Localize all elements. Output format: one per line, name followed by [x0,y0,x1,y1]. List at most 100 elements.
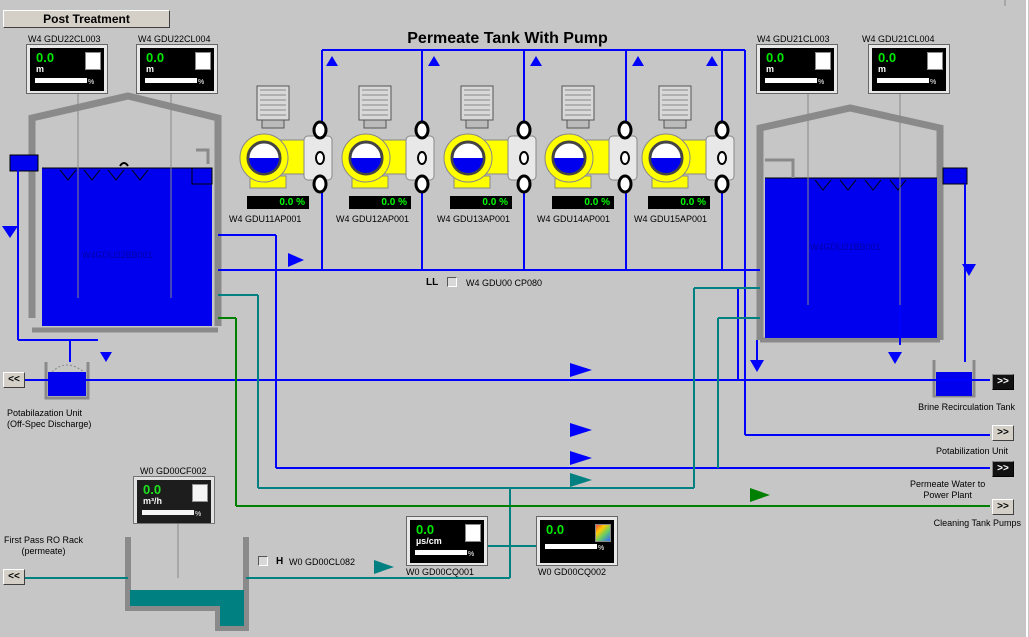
level-percent-sign: % [198,79,205,86]
dosing-pump[interactable] [544,85,638,194]
flow-value: 0.0 [143,482,162,497]
ro-feed-tank [125,520,249,631]
conductivity-tag: W0 GD00CQ001 [406,567,475,577]
ph-percent-sign: % [598,545,605,552]
level-gauge-icon [85,52,101,70]
potabilization-catch-tank [44,362,90,400]
ph-value: 0.0 [546,522,565,537]
level-value: 0.0 [878,50,897,65]
pump-tag: W4 GDU12AP001 [336,214,410,224]
pump-tag: W4 GDU13AP001 [437,214,511,224]
flow-sensor-tag: W0 GD00CF002 [140,466,207,476]
display-screen: 0.0 m % [140,48,214,91]
dosing-pump[interactable] [239,85,333,194]
pump-speed-value: 0.0 % [247,196,309,209]
teal-pipes [24,287,760,579]
level-sensor-tag: W4 GDU21CL003 [757,34,830,44]
level-indicator-left-2[interactable]: 0.0 m % [136,44,218,94]
level-gauge-icon [195,52,211,70]
pump-speed-value: 0.0 % [648,196,710,209]
teal-arrows [374,473,592,574]
level-sensor-tag: W4 GDU22CL003 [28,34,101,44]
conductivity-value: 0.0 [416,522,435,537]
page-title: Permeate Tank With Pump [407,30,608,47]
display-screen: 0.0 m % [30,48,104,91]
brine-recirculation-label: Brine Recirculation Tank [918,402,1015,412]
level-indicator-right-1[interactable]: 0.0 m % [756,44,838,94]
forward-potabilization-unit-button[interactable]: >> [992,425,1014,441]
level-value: 0.0 [36,50,55,65]
brine-catch-tank [932,360,976,398]
post-treatment-button[interactable]: Post Treatment [3,10,170,28]
level-sensor-tag: W4 GDU22CL004 [138,34,211,44]
conductivity-indicator[interactable]: 0.0 µs/cm % [406,516,488,566]
flow-arrows [2,56,976,465]
level-percent-sign: % [88,79,95,86]
green-pipe [218,317,990,507]
forward-permeate-water-button[interactable]: >> [992,461,1014,477]
level-value: 0.0 [146,50,165,65]
level-bar [765,78,817,83]
h-tag: W0 GD00CL082 [289,557,356,567]
blue-pipes [17,49,990,469]
level-gauge-icon [927,52,943,70]
pump-speed-value: 0.0 % [349,196,411,209]
flow-percent-sign: % [195,511,202,518]
right-brine-tank [756,86,968,343]
level-unit: m [766,64,775,74]
flow-gauge-icon [192,484,208,502]
pump-tag: W4 GDU14AP001 [537,214,611,224]
pump-speed-value: 0.0 % [450,196,512,209]
dosing-pump[interactable] [443,85,537,194]
potabilization-offspec-label: Potabilazation Unit (Off-Spec Discharge) [7,408,92,429]
ph-bar [545,544,597,549]
level-bar [877,78,929,83]
level-unit: m [146,64,155,74]
conductivity-unit: µs/cm [416,536,442,546]
display-screen: 0.0 % [540,520,614,563]
display-screen: 0.0 m % [872,48,946,91]
back-first-pass-ro-button[interactable]: << [3,569,25,585]
h-label: H [276,556,284,567]
ll-tag: W4 GDU00 CP080 [466,278,543,288]
level-unit: m [878,64,887,74]
pump-tag: W4 GDU11AP001 [229,214,302,224]
dosing-pump[interactable] [341,85,435,194]
forward-brine-recirculation-button[interactable]: >> [992,374,1014,390]
level-gauge-icon [815,52,831,70]
level-indicator-right-2[interactable]: 0.0 m % [868,44,950,94]
ph-indicator[interactable]: 0.0 % [536,516,618,566]
level-value: 0.0 [766,50,785,65]
conductivity-meter-icon [465,524,481,542]
level-percent-sign: % [818,79,825,86]
pump-speed-value: 0.0 % [552,196,614,209]
level-percent-sign: % [930,79,937,86]
level-sensor-tag: W4 GDU21CL004 [862,34,935,44]
dosing-pump[interactable] [641,85,735,194]
display-screen: 0.0 m % [760,48,834,91]
first-pass-ro-label: First Pass RO Rack (permeate) [4,535,84,556]
pump-tag: W4 GDU15AP001 [634,214,708,224]
level-bar [35,78,87,83]
ph-meter-icon [595,524,611,542]
ph-tag: W0 GD00CQ002 [538,567,607,577]
display-screen: 0.0 µs/cm % [410,520,484,563]
potabilization-unit-label: Potabilization Unit [935,446,1008,456]
level-unit: m [36,64,45,74]
tank-tag-left: W4GDU22BB001 [82,250,153,260]
back-potabilization-offspec-button[interactable]: << [3,372,25,388]
conductivity-bar [415,550,467,555]
ll-status-lamp[interactable] [447,277,457,287]
green-arrows [750,488,770,502]
forward-cleaning-tank-button[interactable]: >> [992,499,1014,515]
h-status-lamp[interactable] [258,556,268,566]
permeate-water-label: Permeate Water to Power Plant [910,479,986,500]
flow-bar [142,510,194,515]
level-indicator-left-1[interactable]: 0.0 m % [26,44,108,94]
display-screen: 0.0 m³/h % [137,480,211,523]
tank-tag-right: W4GDU21BB001 [810,242,881,252]
level-bar [145,78,197,83]
left-permeate-tank [9,66,222,333]
flow-indicator[interactable]: 0.0 m³/h % [133,476,215,524]
